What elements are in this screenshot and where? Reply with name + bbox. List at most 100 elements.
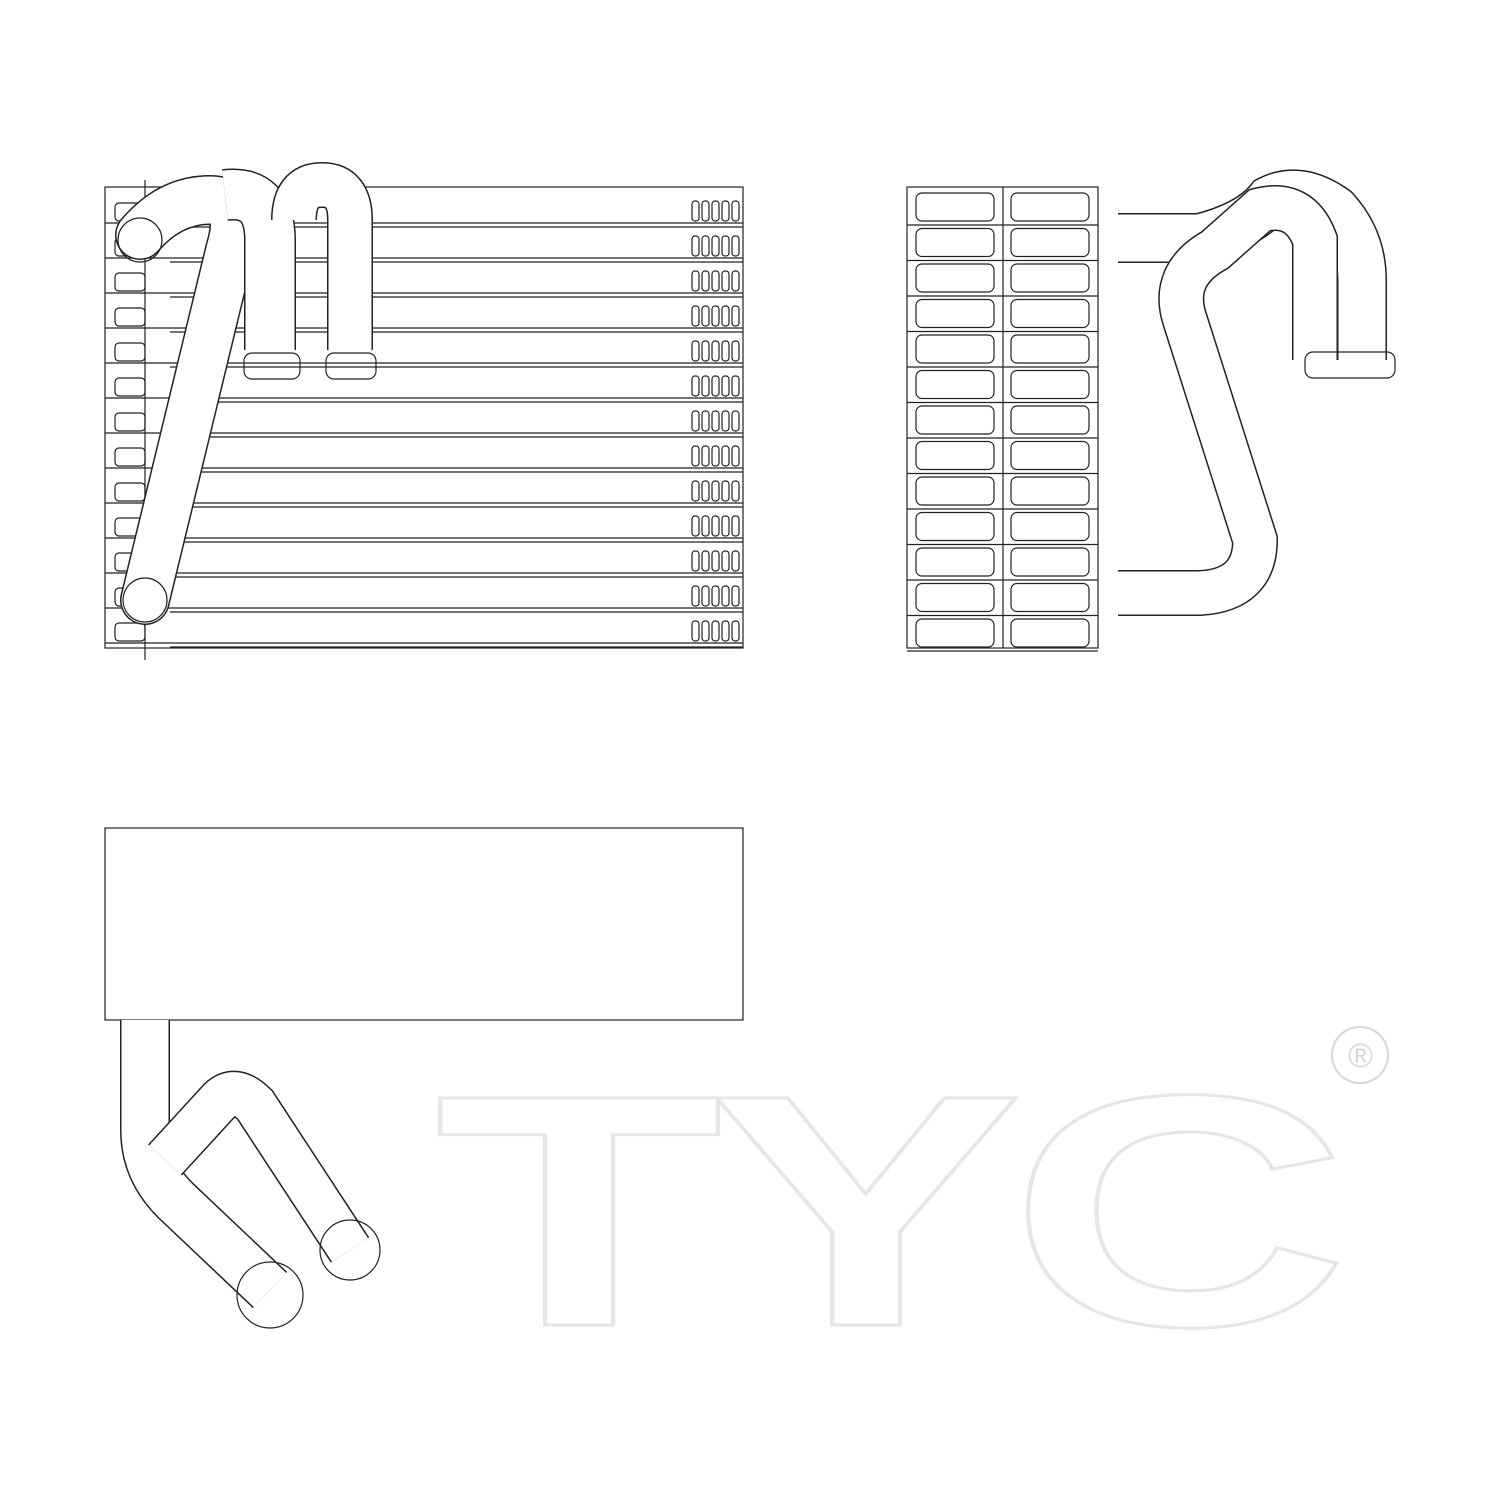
front-fin	[711, 305, 720, 327]
logo-text: TYC	[435, 1026, 1340, 1395]
side-cell	[915, 227, 995, 258]
front-fin	[721, 270, 730, 292]
front-fin	[701, 410, 710, 432]
side-cell	[1010, 192, 1090, 222]
front-fin	[721, 410, 730, 432]
front-fin	[721, 480, 730, 502]
side-cell	[1010, 582, 1090, 613]
side-pipe-lower	[1118, 186, 1337, 615]
top-view	[104, 827, 744, 1329]
front-fin	[701, 340, 710, 362]
front-pipe-outlet	[272, 163, 372, 350]
top-pipe-b	[149, 1072, 368, 1262]
front-fin	[701, 515, 710, 537]
side-cell	[1010, 263, 1090, 293]
side-cell	[1010, 618, 1090, 648]
front-fin	[701, 200, 710, 222]
front-fin	[731, 235, 740, 257]
side-fittings	[1304, 351, 1396, 379]
front-fin	[711, 200, 720, 222]
side-cell	[1010, 227, 1090, 258]
front-pipe-long	[116, 176, 258, 624]
side-cell	[1010, 298, 1090, 329]
front-fin	[711, 270, 720, 292]
front-fin	[701, 305, 710, 327]
front-header-cell	[114, 377, 146, 397]
top-core-outline	[104, 827, 744, 1021]
front-fin	[731, 515, 740, 537]
front-fin	[691, 235, 700, 257]
front-fin	[701, 620, 710, 642]
front-pipe-end	[122, 577, 168, 623]
front-fin	[731, 585, 740, 607]
side-cell	[915, 298, 995, 329]
front-fin	[691, 620, 700, 642]
front-fin	[731, 410, 740, 432]
front-fin	[691, 585, 700, 607]
front-fin	[701, 445, 710, 467]
side-cell	[915, 582, 995, 613]
front-fin	[721, 620, 730, 642]
front-fin	[711, 550, 720, 572]
front-fin	[691, 445, 700, 467]
side-cell	[1010, 440, 1090, 471]
front-fin	[721, 550, 730, 572]
front-fin	[721, 200, 730, 222]
front-fin	[731, 445, 740, 467]
front-fin	[711, 585, 720, 607]
front-fin	[691, 550, 700, 572]
front-pipe-top-end	[117, 217, 163, 263]
side-view	[906, 169, 1396, 652]
front-fin	[711, 235, 720, 257]
front-fin	[731, 305, 740, 327]
side-cell	[915, 440, 995, 471]
front-fin	[721, 515, 730, 537]
side-cell	[1010, 511, 1090, 542]
front-header-cell	[114, 342, 146, 362]
front-pipe-inlet	[222, 170, 295, 350]
top-pipe-a-end	[236, 1261, 304, 1329]
front-fitting-inlet	[243, 352, 301, 380]
front-fin	[721, 305, 730, 327]
front-header-cell	[114, 622, 146, 642]
front-fin	[731, 200, 740, 222]
front-fitting-outlet	[325, 352, 377, 380]
front-fin	[721, 375, 730, 397]
front-fin	[691, 200, 700, 222]
front-fin	[711, 410, 720, 432]
top-pipe-b-end	[319, 1219, 381, 1281]
side-cell	[1010, 476, 1090, 506]
side-cell	[915, 263, 995, 293]
front-fin	[731, 550, 740, 572]
front-fin	[711, 515, 720, 537]
side-cell	[915, 192, 995, 222]
front-fin	[721, 445, 730, 467]
front-fin	[711, 445, 720, 467]
front-fin	[691, 410, 700, 432]
front-fin	[721, 235, 730, 257]
front-header-cell	[114, 482, 146, 502]
front-header-cell	[114, 447, 146, 467]
side-cell	[1010, 334, 1090, 364]
side-cell	[915, 405, 995, 435]
front-fin	[731, 480, 740, 502]
front-fin	[731, 270, 740, 292]
front-fin	[731, 375, 740, 397]
front-fin	[721, 340, 730, 362]
front-fin	[701, 480, 710, 502]
side-cell	[1010, 405, 1090, 435]
front-fin	[701, 550, 710, 572]
front-header-cell	[114, 412, 146, 432]
front-view	[104, 161, 744, 660]
front-fin	[711, 375, 720, 397]
front-header-cell	[114, 307, 146, 327]
side-cell	[1010, 369, 1090, 400]
front-header-cell	[114, 272, 146, 292]
front-fin	[691, 305, 700, 327]
front-fin	[731, 620, 740, 642]
front-fin	[691, 340, 700, 362]
front-fin	[691, 375, 700, 397]
front-fin	[701, 375, 710, 397]
front-pipes	[115, 161, 377, 625]
